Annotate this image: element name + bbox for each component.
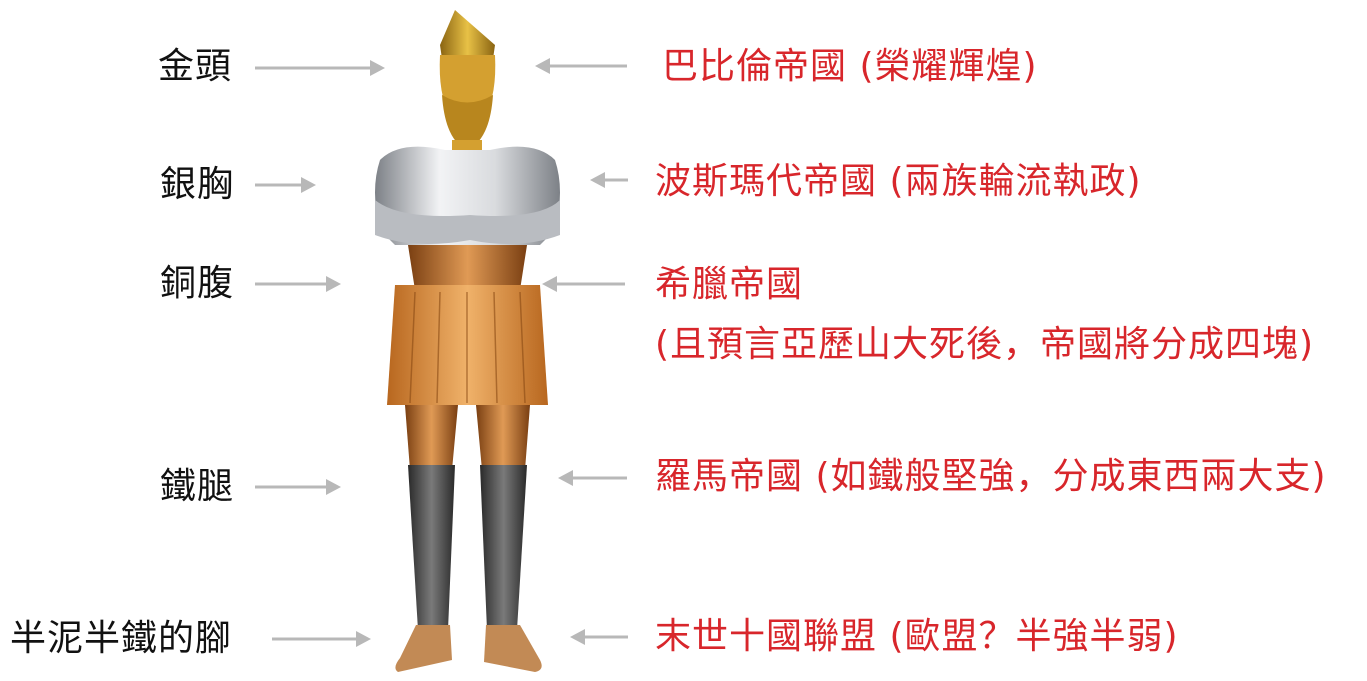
crossed-arms [375, 200, 560, 244]
arrow-left-icon [542, 276, 625, 292]
beard [442, 95, 493, 150]
abdomen [408, 245, 527, 290]
label-silver-chest: 銀胸 [160, 164, 235, 205]
statue-head [439, 10, 496, 158]
label-greece-note: (且預言亞歷山大死後，帝國將分成四塊) [655, 324, 1315, 365]
statue-legs [405, 405, 530, 630]
label-greece: 希臘帝國 [655, 264, 804, 305]
right-foot [484, 625, 542, 672]
arrow-left-icon [570, 629, 628, 645]
statue-feet [395, 625, 542, 672]
arrow-left-icon [558, 470, 627, 486]
face [439, 55, 496, 115]
left-thigh [405, 405, 458, 470]
arrow-right-icon [272, 631, 371, 647]
statue-belly [387, 245, 548, 405]
arrow-left-icon [590, 172, 628, 188]
label-mixed-feet: 半泥半鐵的腳 [10, 618, 233, 659]
label-gold-head: 金頭 [158, 46, 233, 87]
right-thigh [476, 405, 530, 470]
arrow-right-icon [255, 177, 316, 193]
left-leg [408, 465, 455, 630]
arrow-left-icon [535, 58, 627, 74]
label-babylon: 巴比倫帝國 (榮耀輝煌) [662, 46, 1038, 87]
arrow-right-icon [255, 60, 385, 76]
left-foot [395, 625, 452, 672]
statue-chest [375, 146, 560, 245]
label-iron-legs: 鐵腿 [160, 466, 235, 507]
label-persia: 波斯瑪代帝國 (兩族輪流執政) [655, 161, 1142, 202]
label-rome: 羅馬帝國 (如鐵般堅強，分成東西兩大支) [655, 456, 1327, 497]
right-leg [480, 465, 527, 630]
label-ten-nations: 末世十國聯盟 (歐盟？半強半弱) [655, 616, 1179, 657]
arrow-right-icon [255, 479, 341, 495]
arrow-right-icon [255, 276, 341, 292]
label-bronze-belly: 銅腹 [160, 263, 235, 304]
